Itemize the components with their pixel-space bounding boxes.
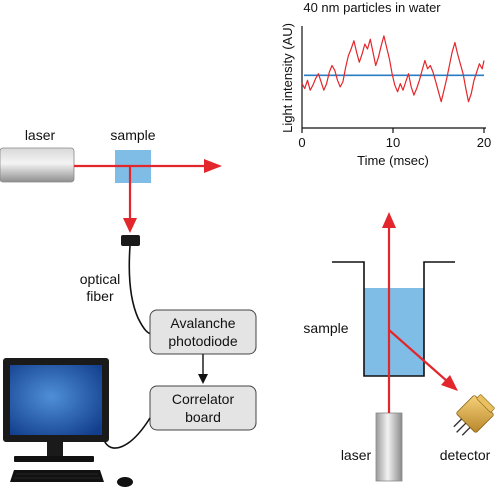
- correlator-box: [149, 385, 257, 431]
- cuvette-laser-label: laser: [341, 447, 372, 463]
- avalanche-photodiode: Avalanche photodiode: [149, 309, 257, 355]
- fiber-coupler: [121, 235, 140, 246]
- laser-beams: [74, 159, 222, 233]
- computer-cable: [103, 417, 151, 449]
- detector-window: [476, 394, 495, 413]
- monitor-stand: [14, 456, 94, 462]
- x-ticks: 0 10 20: [298, 128, 491, 150]
- laser-source: laser: [0, 127, 75, 183]
- x-tick-label: 0: [298, 135, 305, 150]
- monitor-neck: [47, 442, 63, 456]
- chart-title: 40 nm particles in water: [303, 0, 441, 15]
- fiber-cable: [128, 245, 153, 335]
- correlator-label-line1: Correlator: [172, 391, 235, 407]
- apd-label-line1: Avalanche: [170, 315, 235, 331]
- keyboard-keys: [14, 473, 100, 479]
- apd-label-line2: photodiode: [168, 333, 238, 349]
- cuvette-liquid: [364, 288, 424, 376]
- sample-cell: sample: [110, 127, 156, 183]
- correlator-board: Correlator board: [149, 385, 257, 431]
- scatter-beam-arrowhead: [441, 375, 458, 391]
- correlator-label-line2: board: [185, 409, 221, 425]
- detector-pin: [461, 426, 471, 436]
- scatter-beam: [388, 329, 449, 383]
- cuvette-outline: [332, 261, 455, 377]
- signal-arrowhead: [198, 374, 208, 384]
- x-tick-label: 10: [386, 135, 400, 150]
- laser-body: [0, 147, 75, 183]
- keyboard: [10, 470, 104, 482]
- y-axis-label: Light intensity (AU): [280, 23, 295, 133]
- optical-fiber: optical fiber: [80, 235, 153, 335]
- fiber-label-line1: optical: [80, 271, 120, 287]
- cuvette-setup: sample laser detector: [303, 212, 495, 482]
- intensity-chart: 40 nm particles in water 0 10 20 Time (mse…: [280, 0, 491, 168]
- vertical-laser-body: [375, 412, 403, 482]
- detector: [453, 394, 495, 436]
- laser-label: laser: [25, 127, 56, 143]
- cuvette-sample-label: sample: [303, 320, 348, 336]
- computer-mouse: [117, 477, 133, 487]
- intensity-trace: [301, 35, 485, 103]
- detector-label: detector: [440, 447, 491, 463]
- detector-pin: [456, 422, 467, 433]
- fiber-label-line2: fiber: [86, 288, 114, 304]
- x-axis-label: Time (msec): [357, 153, 429, 168]
- monitor-screen: [10, 365, 102, 435]
- beam-arrowhead-down: [123, 218, 137, 233]
- x-tick-label: 20: [477, 135, 491, 150]
- sample-label: sample: [110, 127, 155, 143]
- beam-arrowhead-right: [204, 159, 222, 173]
- computer: [3, 358, 133, 487]
- vertical-beam-arrowhead: [382, 212, 396, 228]
- detector-pin: [453, 418, 463, 428]
